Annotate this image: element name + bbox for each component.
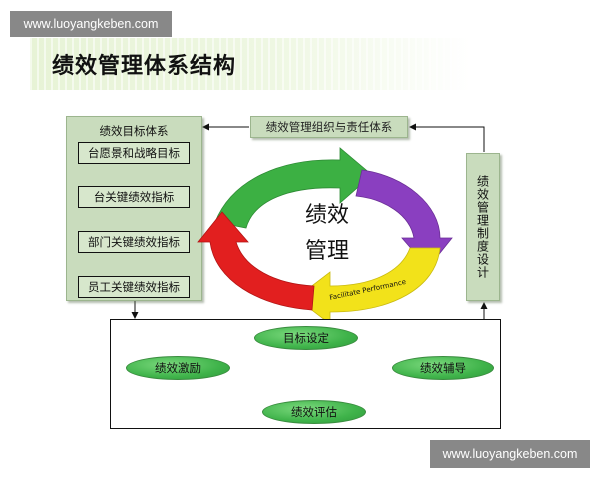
cycle-segment-red	[197, 211, 315, 311]
org-box: 绩效管理组织与责任体系	[250, 116, 408, 138]
process-node-coaching: 绩效辅导	[392, 356, 494, 380]
cycle-center-bottom: 管理	[305, 239, 349, 264]
page-title: 绩效管理体系结构	[52, 54, 237, 79]
cycle-segment-purple	[355, 169, 453, 269]
goal-item-dept-kpi: 部门关键绩效指标	[78, 231, 190, 253]
process-node-incentive: 绩效激励	[126, 356, 230, 380]
goal-item-employee-kpi: 员工关键绩效指标	[78, 276, 190, 298]
watermark-top: www.luoyangkeben.com	[10, 11, 172, 37]
arrow-system-to-org	[409, 123, 485, 152]
title-banner: 绩效管理体系结构	[0, 38, 600, 90]
watermark-top-text: www.luoyangkeben.com	[23, 17, 159, 31]
system-box: 绩效管理制度设计	[466, 153, 500, 301]
watermark-bottom: www.luoyangkeben.com	[430, 440, 590, 468]
goal-item-vision: 台愿景和战略目标	[78, 142, 190, 164]
process-node-goal-setting: 目标设定	[254, 326, 358, 350]
process-node-evaluation: 绩效评估	[262, 400, 366, 424]
goal-panel-title: 绩效目标体系	[99, 124, 169, 138]
cycle-segment-green	[214, 147, 373, 229]
title-stripes	[30, 38, 470, 90]
goal-item-company-kpi: 台关键绩效指标	[78, 186, 190, 208]
cycle-center-top: 绩效	[305, 203, 349, 228]
org-box-label: 绩效管理组织与责任体系	[265, 120, 393, 134]
watermark-bottom-text: www.luoyangkeben.com	[442, 447, 578, 461]
system-box-label: 绩效管理制度设计	[475, 175, 490, 279]
